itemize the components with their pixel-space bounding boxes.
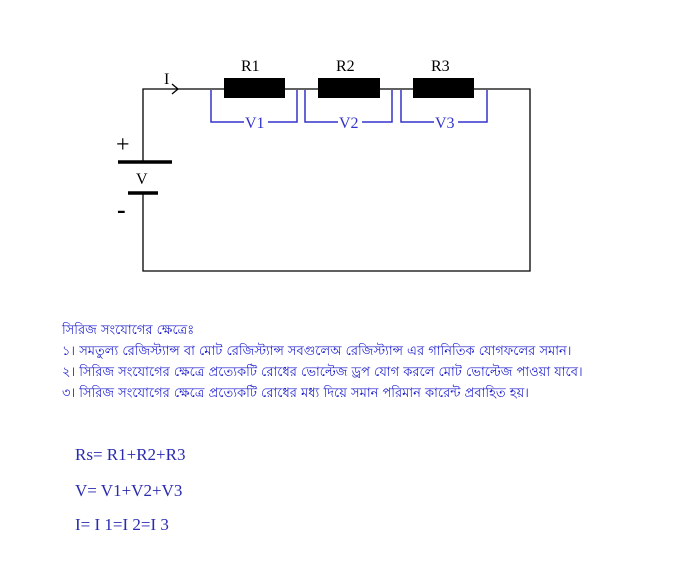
formula-current: I= I 1=I 2=I 3 [75,515,169,534]
voltage-label: V1 [245,115,265,132]
note-item: ৩। সিরিজ সংযোগের ক্ষেত্রে প্রত্যেকটি রোধ… [62,386,529,401]
resistor-label: R1 [241,58,260,75]
circuit-wire [142,88,531,272]
resistor-label: R3 [431,58,450,75]
battery-label: V [136,171,148,188]
plus-sign: + [116,132,130,158]
note-item: ২। সিরিজ সংযোগের ক্ষেত্রে প্রত্যেকটি রোধ… [62,365,583,380]
resistor-label: R2 [336,58,355,75]
voltage-label: V3 [435,115,455,132]
resistor-r2: R2 V2 [304,58,393,132]
note-item: ১। সমতুল্য রেজিস্ট্যান্স বা মোট রেজিস্ট্… [62,344,572,359]
formula-voltage: V= V1+V2+V3 [75,481,183,500]
resistor-r1: R1 V1 [210,58,298,132]
series-notes: সিরিজ সংযোগের ক্ষেত্রেঃ ১। সমতুল্য রেজিস… [62,320,583,404]
voltage-label: V2 [339,115,359,132]
formula-resistance: Rs= R1+R2+R3 [75,445,186,464]
current-arrow-icon [171,83,180,95]
current-label: I [164,71,169,88]
resistor-r3: R3 V3 [400,58,488,132]
notes-heading: সিরিজ সংযোগের ক্ষেত্রেঃ [62,323,195,338]
minus-sign: - [117,195,126,224]
